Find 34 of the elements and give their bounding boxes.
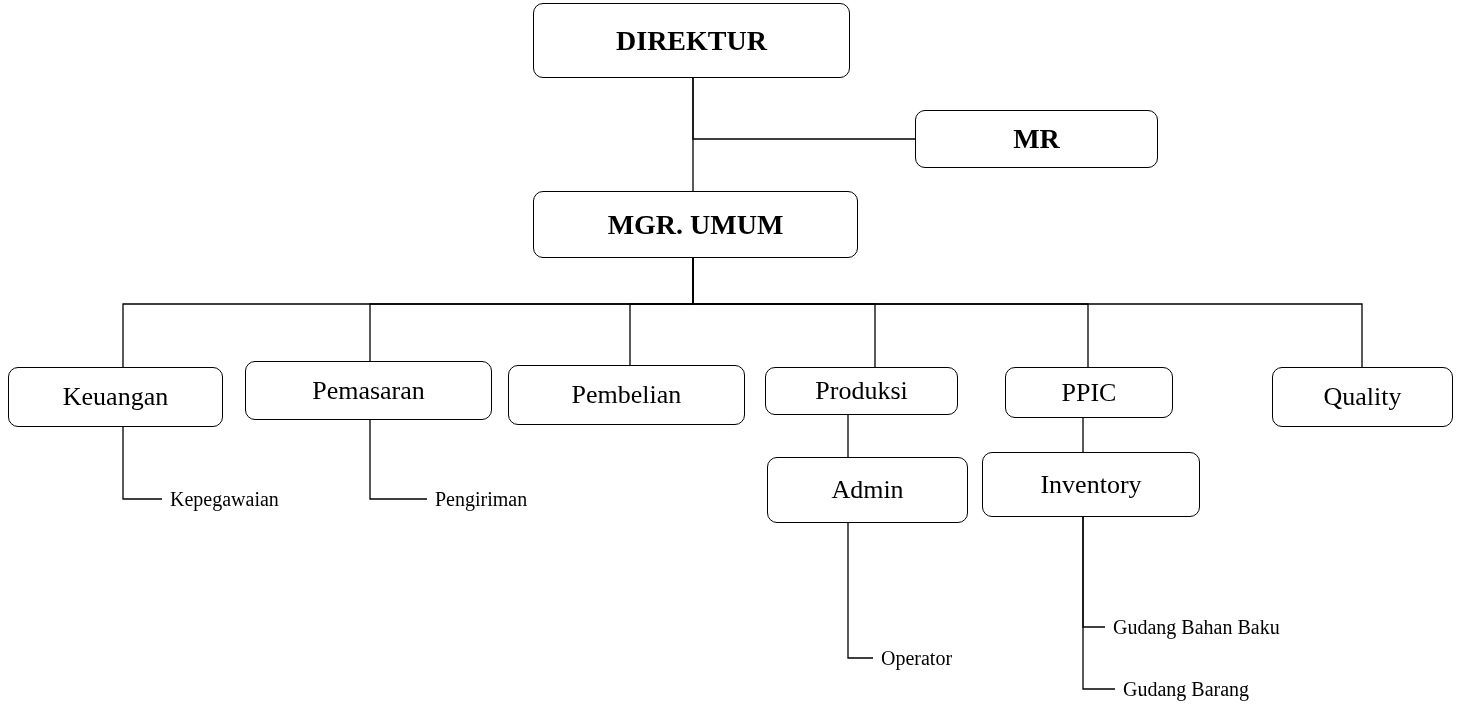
connector-line — [847, 522, 874, 659]
unit-name: DIREKTUR — [616, 24, 767, 57]
unit-name: Pembelian — [571, 380, 682, 410]
unit-name: Keuangan — [62, 382, 169, 412]
org-unit-box — [765, 367, 958, 415]
org-unit-box — [533, 3, 850, 78]
org-unit-box — [1005, 367, 1173, 418]
connector-line — [847, 414, 849, 458]
unit-name: MGR. UMUM — [607, 208, 784, 241]
unit-name: MR — [1013, 123, 1060, 155]
org-unit-box — [245, 361, 492, 420]
sub-unit-label: Kepegawaian — [162, 484, 332, 514]
connector-line — [692, 77, 916, 140]
org-unit-box — [982, 452, 1200, 517]
org-unit-box — [915, 110, 1158, 168]
org-unit-box — [8, 367, 223, 427]
org-unit-box — [767, 457, 968, 523]
connector-line — [1082, 417, 1084, 453]
unit-name: Produksi — [815, 376, 908, 406]
unit-name: Inventory — [1040, 469, 1142, 500]
sub-unit-label: Gudang Bahan Baku — [1105, 612, 1325, 642]
unit-name: Pemasaran — [312, 375, 425, 406]
unit-name: Admin — [831, 475, 904, 505]
org-unit-box — [1272, 367, 1453, 427]
unit-name: Quality — [1323, 382, 1402, 412]
sub-unit-label: Pengiriman — [427, 484, 567, 514]
unit-name: PPIC — [1061, 377, 1117, 408]
connector-line — [369, 419, 428, 500]
connector-line — [1082, 516, 1116, 690]
connector-line — [122, 426, 163, 500]
sub-unit-label: Gudang Barang — [1115, 674, 1295, 704]
org-unit-box — [533, 191, 858, 258]
org-unit-box — [508, 365, 745, 425]
sub-unit-label: Operator — [873, 643, 1003, 673]
